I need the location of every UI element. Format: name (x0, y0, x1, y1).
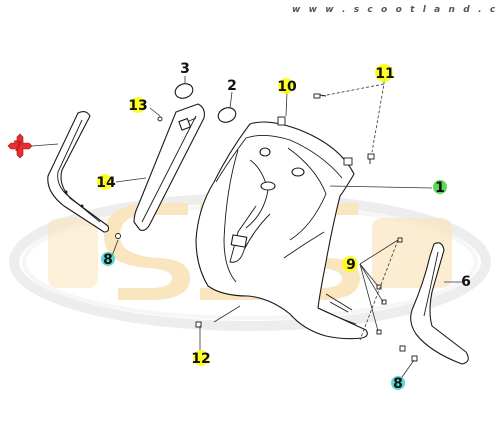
red-arrow-cross-icon (7, 133, 33, 159)
logo-letter-s-left (104, 203, 190, 300)
callout-1[interactable]: 1 (435, 180, 445, 196)
part-14-center-strip (133, 103, 205, 231)
part-1-front-shield (195, 121, 368, 340)
callout-11[interactable]: 11 (375, 66, 394, 82)
callout-7[interactable]: 7 (13, 139, 23, 155)
part-7-left-trim (47, 110, 110, 233)
callout-10[interactable]: 10 (277, 79, 297, 95)
callout-14[interactable]: 14 (96, 175, 116, 191)
part-6-right-trim (410, 242, 469, 365)
screw-9a-icon (397, 237, 403, 243)
screw-12-icon (195, 321, 202, 328)
fasteners (115, 93, 418, 362)
site-url-text: w w w . s c o o t l a n d . c z (292, 5, 500, 15)
callout-2[interactable]: 2 (227, 78, 237, 94)
screw-11b-icon (367, 153, 375, 160)
callout-3[interactable]: 3 (180, 61, 190, 77)
screw-8b-icon (411, 355, 418, 362)
leader-lines (31, 76, 462, 381)
screw-9c-icon (381, 299, 387, 305)
callouts: 3 2 10 11 13 14 7 1 8 9 6 12 8 (13, 61, 471, 392)
screw-9d-icon (376, 329, 382, 335)
callout-13[interactable]: 13 (128, 98, 147, 114)
screw-13-icon (157, 116, 163, 122)
screw-11a-icon (313, 93, 321, 99)
clip-10-icon (277, 116, 286, 126)
callout-12[interactable]: 12 (191, 351, 210, 367)
part-2-round-pad (217, 107, 237, 123)
callout-8-right[interactable]: 8 (393, 376, 403, 392)
screw-8a-icon (115, 233, 121, 239)
part-3-round-pad (174, 83, 194, 99)
callout-8-left[interactable]: 8 (103, 252, 113, 268)
callout-9[interactable]: 9 (346, 257, 356, 273)
callout-6[interactable]: 6 (461, 274, 471, 290)
clip-1-icon (343, 157, 353, 166)
number-highlights (97, 64, 447, 390)
